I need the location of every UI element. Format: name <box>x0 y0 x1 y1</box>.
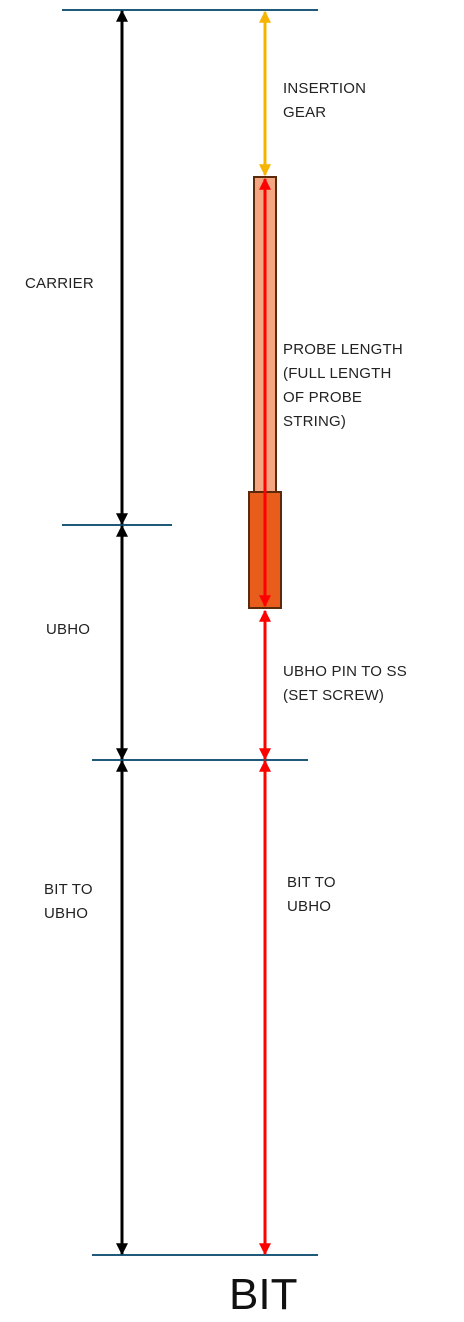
insertion-gear-line-1: INSERTION <box>283 80 367 97</box>
ubho-pin-to-ss-label: UBHO PIN TO SS (SET SCREW) <box>283 660 407 708</box>
insertion-gear-label: INSERTION GEAR <box>283 77 366 125</box>
carrier-label: CARRIER <box>25 275 94 292</box>
bit-to-ubho-left-line-2: UBHO <box>44 905 89 922</box>
ubho-label: UBHO <box>46 621 91 638</box>
insertion-gear-line-2: GEAR <box>283 104 327 121</box>
bit-to-ubho-right-line-2: UBHO <box>287 898 332 915</box>
probe-length-label: PROBE LENGTH (FULL LENGTH OF PROBE STRIN… <box>283 338 403 434</box>
bit-to-ubho-right-line-1: BIT TO <box>287 874 336 891</box>
ubho-pin-to-ss-line-2: (SET SCREW) <box>283 687 385 704</box>
bit-to-ubho-left-label: BIT TO UBHO <box>44 878 93 926</box>
bit-to-ubho-left-line-1: BIT TO <box>44 881 93 898</box>
probe-length-line-2: (FULL LENGTH <box>283 365 392 382</box>
bit-to-ubho-right-label: BIT TO UBHO <box>287 871 336 919</box>
probe-length-line-3: OF PROBE <box>283 389 363 406</box>
ubho-pin-to-ss-line-1: UBHO PIN TO SS <box>283 663 407 680</box>
probe-length-line-4: STRING) <box>283 413 347 430</box>
probe-length-line-1: PROBE LENGTH <box>283 341 403 358</box>
bit-label: BIT <box>229 1270 298 1319</box>
